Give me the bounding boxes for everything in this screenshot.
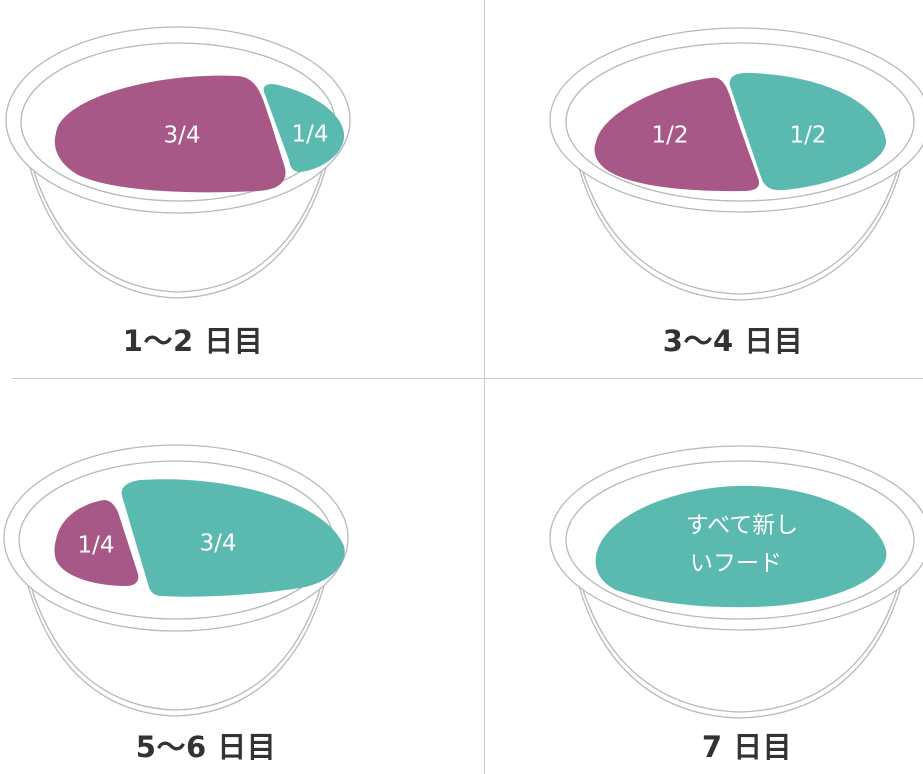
old-food-portion <box>54 500 139 586</box>
panel-day-7: すべて新し いフード 7 日目 <box>484 378 923 774</box>
old-portion-label: 1/4 <box>77 533 114 559</box>
bowl-diagram-2: 1/2 1/2 <box>549 27 923 301</box>
old-portion-label: 3/4 <box>163 123 200 149</box>
new-food-portion <box>595 485 887 608</box>
new-portion-label: 1/4 <box>291 122 328 148</box>
bowl-diagram-3: 1/4 3/4 <box>3 444 349 717</box>
day-caption: 1〜2 日目 <box>122 324 264 358</box>
all-new-label-line-1: すべて新し <box>686 513 798 539</box>
horizontal-divider <box>12 378 923 379</box>
bowl-diagram-4: すべて新し いフード <box>549 445 923 719</box>
new-food-portion <box>121 479 345 597</box>
day-caption: 5〜6 日目 <box>135 730 277 764</box>
day-caption: 3〜4 日目 <box>662 324 804 358</box>
bowl-icon <box>3 444 349 717</box>
new-portion-label: 1/2 <box>789 123 826 149</box>
new-food-portion <box>729 72 887 191</box>
bowl-icon <box>549 27 923 301</box>
day-caption: 7 日目 <box>701 730 793 764</box>
bowl-diagram-1: 3/4 1/4 <box>5 26 351 299</box>
old-portion-label: 1/2 <box>651 123 688 149</box>
panel-day-5-6: 1/4 3/4 5〜6 日目 <box>0 378 484 774</box>
old-food-portion <box>594 77 760 192</box>
old-food-portion <box>54 75 286 193</box>
bowl-icon <box>549 445 923 719</box>
all-new-label-line-2: いフード <box>690 551 782 577</box>
vertical-divider <box>484 0 485 774</box>
new-portion-label: 3/4 <box>199 531 236 557</box>
panel-day-1-2: 3/4 1/4 1〜2 日目 <box>0 0 484 378</box>
panel-day-3-4: 1/2 1/2 3〜4 日目 <box>484 0 923 378</box>
new-food-portion <box>263 84 345 172</box>
